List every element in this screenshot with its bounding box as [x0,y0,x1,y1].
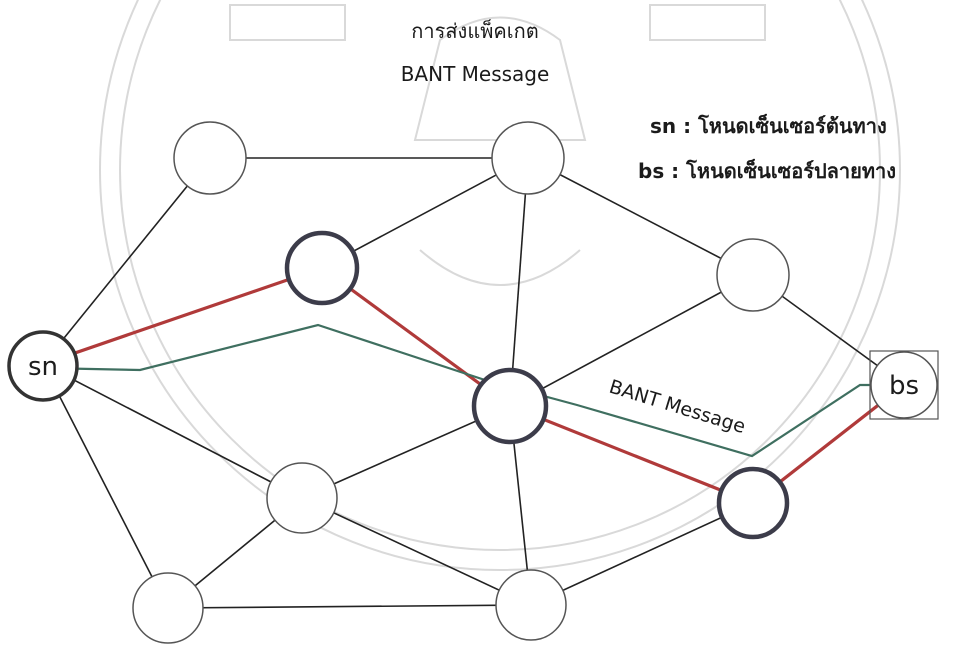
edge [168,605,531,608]
network-node [492,122,564,194]
route-node [287,233,357,303]
route-label: BANT Message [607,376,748,438]
network-node [496,570,566,640]
edge [531,503,753,605]
diagram-subtitle: BANT Message [401,62,550,86]
network-nodes: sn bs [9,122,938,643]
sink-node-label: bs [889,371,919,401]
network-node [717,239,789,311]
network-node [174,122,246,194]
edge [43,364,302,498]
legend-bs: bs : โหนดเซ็นเซอร์ปลายทาง [638,158,896,183]
legend-sn: sn : โหนดเซ็นเซอร์ต้นทาง [650,113,887,138]
edge [302,498,531,605]
network-edges [43,158,904,608]
bant-message-route-path [43,325,904,456]
route-hub-node [474,370,546,442]
diagram-title: การส่งแพ็คเกต [411,18,538,43]
edge [43,364,168,608]
source-node-label: sn [28,352,58,382]
edge [43,158,210,364]
network-node [133,573,203,643]
route-node [719,469,787,537]
network-node [267,463,337,533]
